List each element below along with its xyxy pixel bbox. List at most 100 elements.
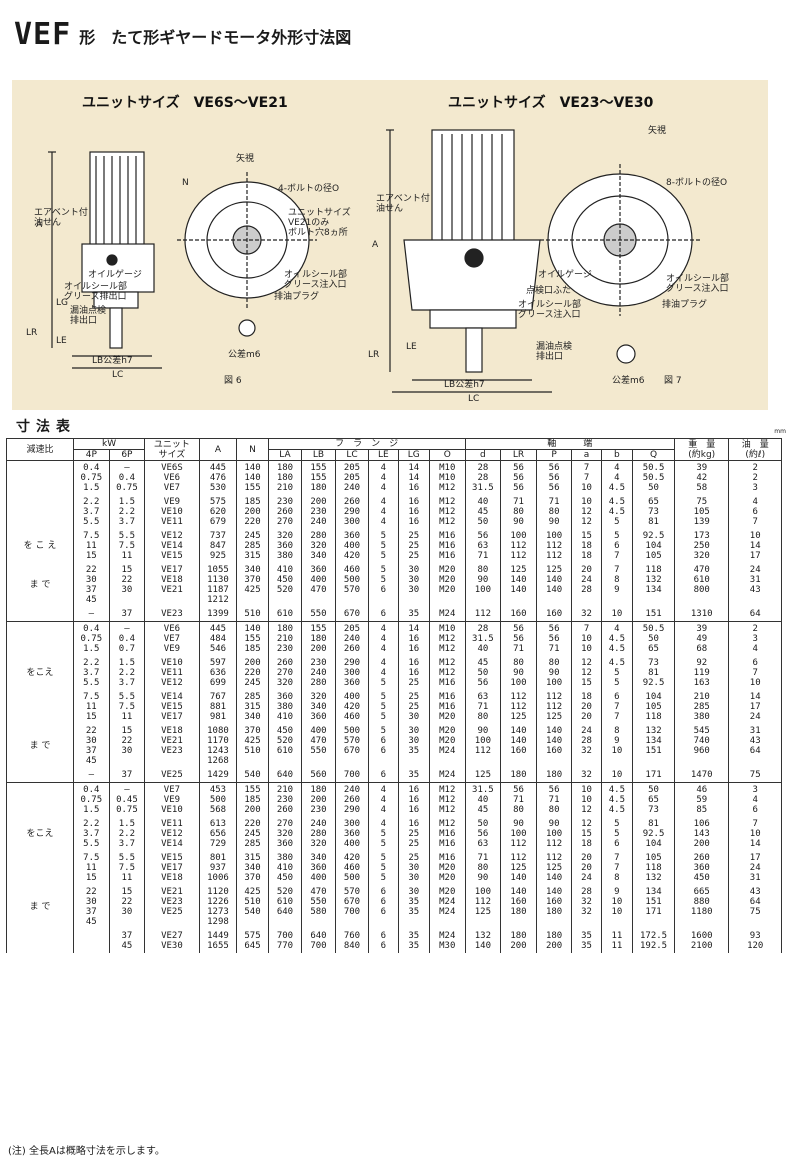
cell-q: 151 [632,607,676,622]
cell-q: 172.5 192.5 [632,929,676,953]
cell-p4: 22 30 37 45 [73,563,110,607]
cell-ratio: をこえ [5,656,75,690]
th-lb: LB [301,449,336,461]
cell-lb: 400 470 550 [301,724,336,768]
label-tolerance-lb-right: LB公差h7 [444,380,485,390]
cell-p: 56 56 71 [535,621,573,656]
cell-ratio [5,607,75,622]
cell-oil: 4 6 7 [728,495,782,529]
cell-lg: 14 16 16 [397,621,430,656]
cell-w: 39 42 58 [674,460,730,495]
cell-n: 575 645 [236,929,269,953]
th-4p: 4P [73,449,110,461]
cell-lb: 360 400 470 [301,563,336,607]
cell-lc: 290 300 360 [334,656,370,690]
cell-a: 1055 1130 1187 1212 [198,563,238,607]
cell-sb: 4.5 4.5 4.5 [600,782,634,817]
cell-unit: VE14 VE15 VE17 [144,690,200,724]
cell-oil: 2 3 4 [728,621,782,656]
th-d: d [464,449,502,461]
cell-a: 1449 1655 [198,929,238,953]
cell-p: 112 112 125 [535,690,573,724]
cell-sa: 7 10 10 [571,621,602,656]
cell-d: 56 63 71 [464,529,502,563]
th-sb: b [600,449,634,461]
dim-le-right: LE [406,342,417,352]
th-6p: 6P [108,449,146,461]
cell-le: 5 6 6 [368,724,399,768]
cell-le: 4 4 4 [368,621,399,656]
left-motor-body [89,151,145,253]
cell-lr: 71 80 90 [500,495,537,529]
cell-o: M20 M20 M20 [428,563,466,607]
cell-oil: 14 17 24 [728,690,782,724]
dim-a-left: A [36,220,43,230]
cell-d: 71 80 90 [464,851,502,885]
right-motor-body [431,129,515,251]
cell-sa: 20 20 24 [571,851,602,885]
cell-sa: 7 7 10 [571,460,602,495]
cell-sa: 32 [571,607,602,622]
cell-a: 445 484 546 [198,621,238,656]
cell-la: 640 [267,768,303,783]
cell-la: 260 270 320 [267,656,303,690]
cell-le: 6 [368,768,399,783]
cell-p4: 2.2 3.7 5.5 [73,495,110,529]
th-ratio: 減速比 [5,438,75,461]
cell-p: 80 90 100 [535,656,573,690]
cell-p6: — 0.4 0.75 [108,460,146,495]
unit-mark: mm [774,428,786,435]
cell-p6: 15 22 30 [108,563,146,607]
cell-unit: VE9 VE10 VE11 [144,495,200,529]
cell-lc: 240 260 290 [334,782,370,817]
cell-n: 315 340 370 [236,851,269,885]
label-unit-size-note: ユニットサイズ VE21のみ ボルト穴8ヵ所 [288,208,351,238]
cell-lg: 30 30 30 [397,563,430,607]
cell-p4: 0.4 0.75 1.5 [73,782,110,817]
label-tolerance-m6-left: 公差m6 [228,350,261,360]
cell-p6: 37 [108,768,146,783]
cell-lb: 640 700 [301,929,336,953]
cell-p6: 5.5 7.5 11 [108,690,146,724]
cell-lg: 25 25 30 [397,690,430,724]
cell-lb: 200 230 240 [301,495,336,529]
cell-sa: 12 12 15 [571,656,602,690]
left-gearbox [81,243,155,293]
cell-p4: 2.2 3.7 5.5 [73,656,110,690]
cell-la: 230 260 270 [267,495,303,529]
dim-lc-left: LC [112,370,124,380]
th-shaft: 軸 端 [464,438,676,450]
cell-n: 155 185 200 [236,782,269,817]
cell-o: M16 M20 M20 [428,851,466,885]
cell-q: 132 134 151 [632,724,676,768]
cell-o: M12 M12 M16 [428,656,466,690]
cell-lb: 280 320 340 [301,529,336,563]
cell-sb: 5 6 7 [600,529,634,563]
cell-n: 220 245 285 [236,817,269,851]
cell-w: 1600 2100 [674,929,730,953]
cell-lr: 180 [500,768,537,783]
label-oil-seal-grease-right: オイルシール部 グリース注入口 [666,274,730,294]
cell-lc: 700 [334,768,370,783]
cell-unit: VE6S VE6 VE7 [144,460,200,495]
cell-la: 410 450 520 [267,563,303,607]
cell-n: 285 315 340 [236,690,269,724]
cell-w: 260 360 450 [674,851,730,885]
cell-lr: 56 56 71 [500,621,537,656]
cell-p4: — [73,607,110,622]
cell-lc: 570 670 700 [334,885,370,929]
cell-ratio [5,495,75,529]
cell-lc: 205 205 240 [334,460,370,495]
cell-le: 6 [368,607,399,622]
cell-lb: 155 180 200 [301,621,336,656]
cell-lg: 25 25 25 [397,529,430,563]
cell-sa: 32 [571,768,602,783]
cell-q: 171 [632,768,676,783]
cell-p: 90 100 112 [535,817,573,851]
